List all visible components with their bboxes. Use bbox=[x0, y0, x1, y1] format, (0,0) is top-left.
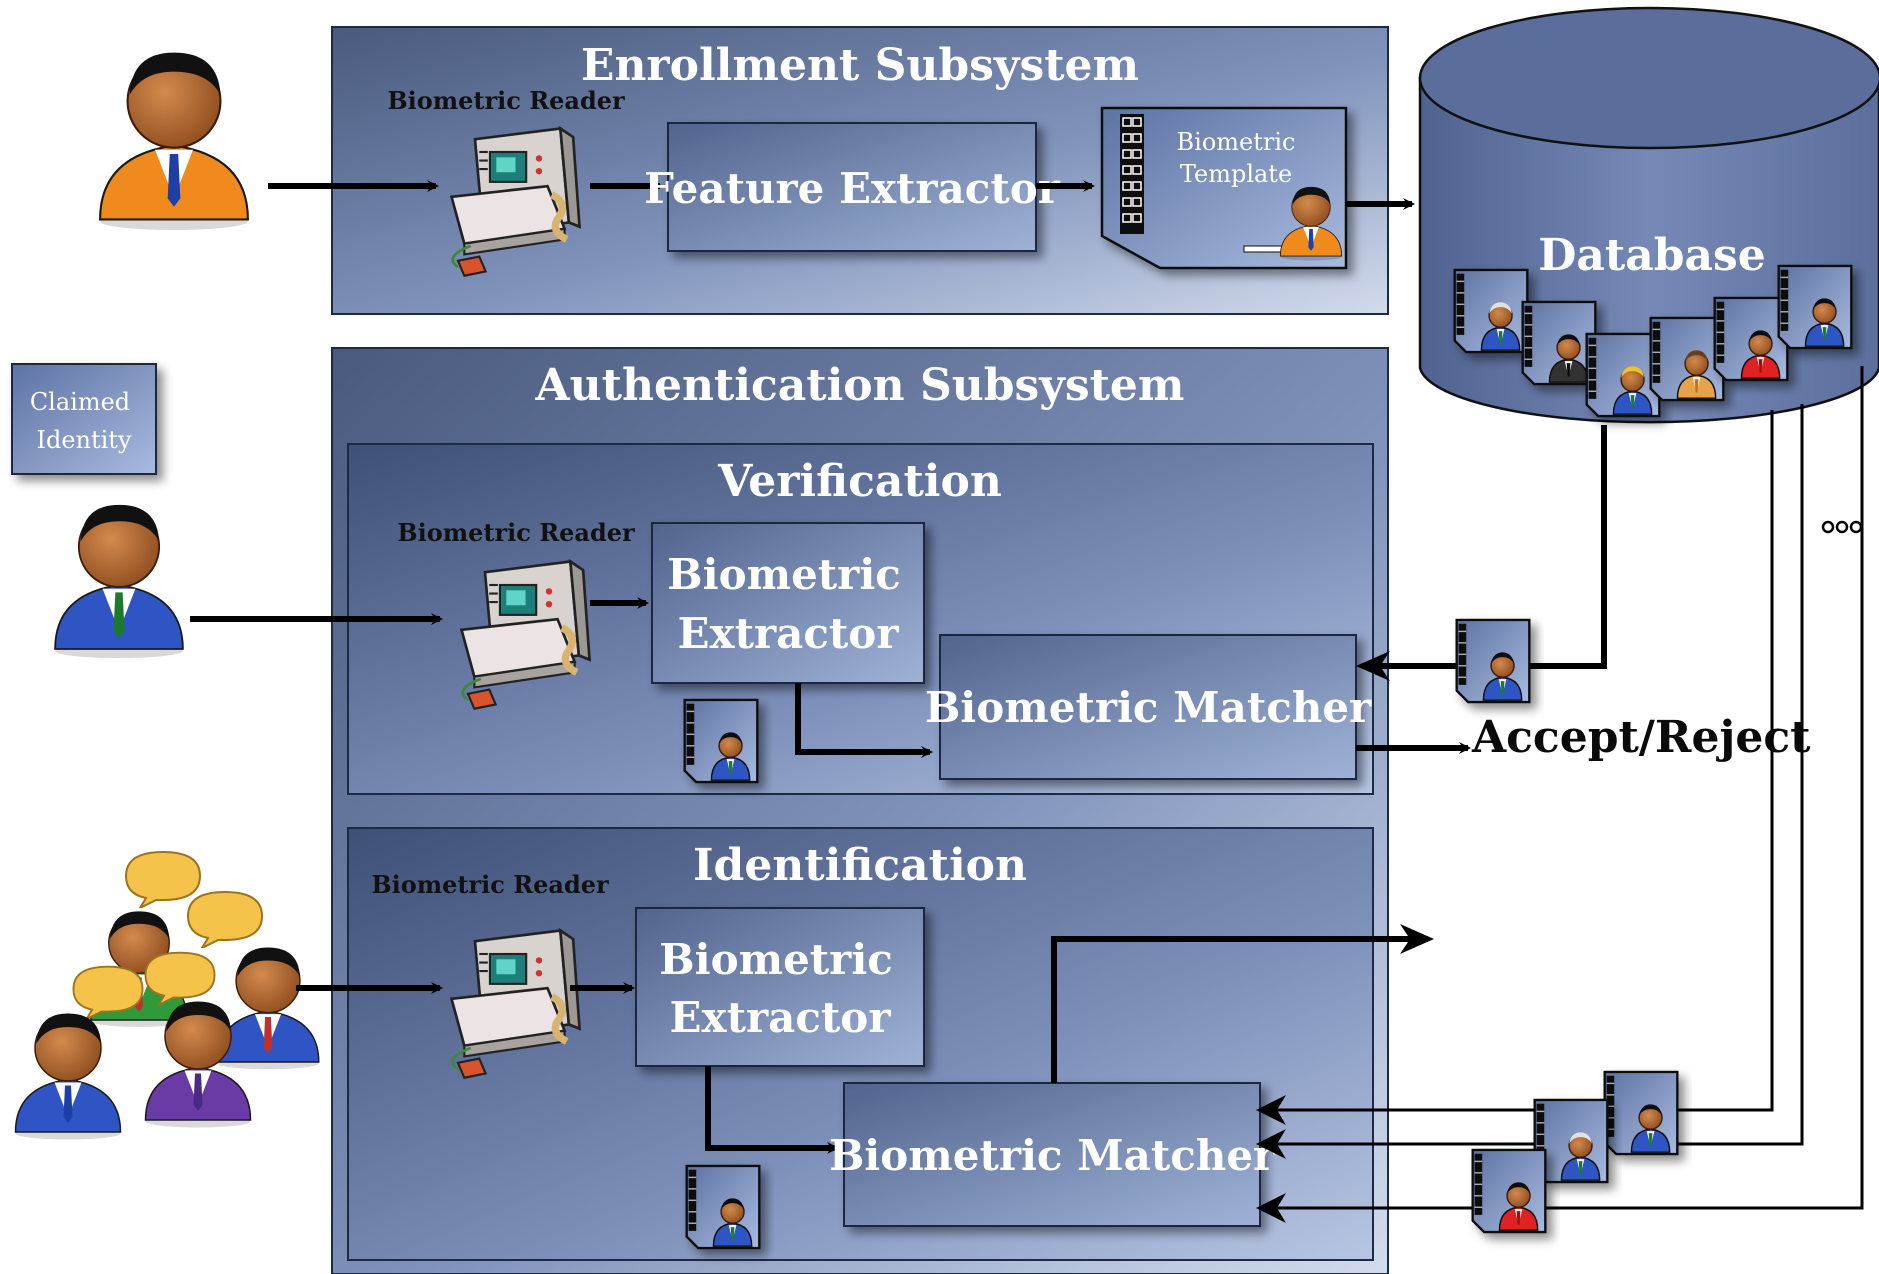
ellipsis-icon bbox=[1821, 520, 1863, 534]
db-template-1-icon bbox=[1453, 268, 1529, 354]
db-template-3-icon bbox=[1585, 332, 1661, 418]
line-db-to-imatcher-1 bbox=[1256, 410, 1774, 1125]
line-db-to-imatcher-3 bbox=[1256, 366, 1864, 1223]
user-group-chat-icon bbox=[14, 851, 320, 1141]
identification-reader-label: Biometric Reader bbox=[371, 870, 609, 899]
stored-template-c-icon bbox=[1471, 1148, 1547, 1234]
authentication-title: Authentication Subsystem bbox=[535, 360, 1185, 411]
enrollment-template-card bbox=[1100, 106, 1348, 270]
line-db-to-imatcher-2 bbox=[1256, 404, 1804, 1159]
identification-extractor-line2: Extractor bbox=[670, 993, 892, 1042]
arrow-vextractor-to-vmatcher bbox=[795, 683, 933, 758]
verification-extractor-line2: Extractor bbox=[678, 609, 900, 658]
arrow-imatcher-output bbox=[1051, 924, 1434, 1083]
database-label: Database bbox=[1538, 230, 1766, 281]
arrow-iextractor-to-imatcher bbox=[705, 1066, 839, 1154]
template-label-line1: Biometric bbox=[1177, 128, 1296, 156]
enrollment-title: Enrollment Subsystem bbox=[581, 40, 1139, 91]
claimed-identity-line2: Identity bbox=[36, 426, 131, 454]
accept-reject-label: Accept/Reject bbox=[1471, 712, 1811, 763]
identification-extractor-line1: Biometric bbox=[659, 935, 893, 984]
enrollee-person-icon bbox=[99, 51, 249, 230]
feature-extractor-box bbox=[667, 122, 1037, 252]
template-label-line2: Template bbox=[1180, 160, 1292, 188]
claimed-identity-box bbox=[11, 363, 157, 475]
stored-template-a-icon bbox=[1603, 1070, 1679, 1156]
verification-extractor-box bbox=[651, 522, 925, 684]
arrow-database-to-vmatcher bbox=[1356, 425, 1607, 681]
db-template-5-icon bbox=[1713, 296, 1789, 382]
verification-extractor-line1: Biometric bbox=[667, 550, 901, 599]
verification-matcher-label: Biometric Matcher bbox=[925, 683, 1372, 732]
db-template-4-icon bbox=[1649, 316, 1725, 402]
identification-extractor-box bbox=[635, 907, 925, 1067]
db-template-6-icon bbox=[1777, 264, 1853, 350]
verification-reader-label: Biometric Reader bbox=[397, 518, 635, 547]
identification-matcher-label: Biometric Matcher bbox=[829, 1131, 1276, 1180]
verification-probe-template-icon bbox=[683, 698, 759, 784]
verification-title: Verification bbox=[717, 456, 1002, 507]
claimed-template-icon bbox=[1455, 618, 1531, 704]
feature-extractor-label: Feature Extractor bbox=[644, 164, 1061, 213]
identification-probe-template-icon bbox=[685, 1164, 761, 1250]
verification-matcher-box bbox=[939, 634, 1357, 780]
identification-matcher-box bbox=[843, 1082, 1261, 1227]
claimed-identity-line1: Claimed bbox=[30, 388, 130, 416]
db-template-2-icon bbox=[1521, 300, 1597, 386]
verification-user-person-icon bbox=[54, 503, 184, 660]
identification-title: Identification bbox=[693, 840, 1027, 891]
enrollment-reader-label: Biometric Reader bbox=[387, 86, 625, 115]
